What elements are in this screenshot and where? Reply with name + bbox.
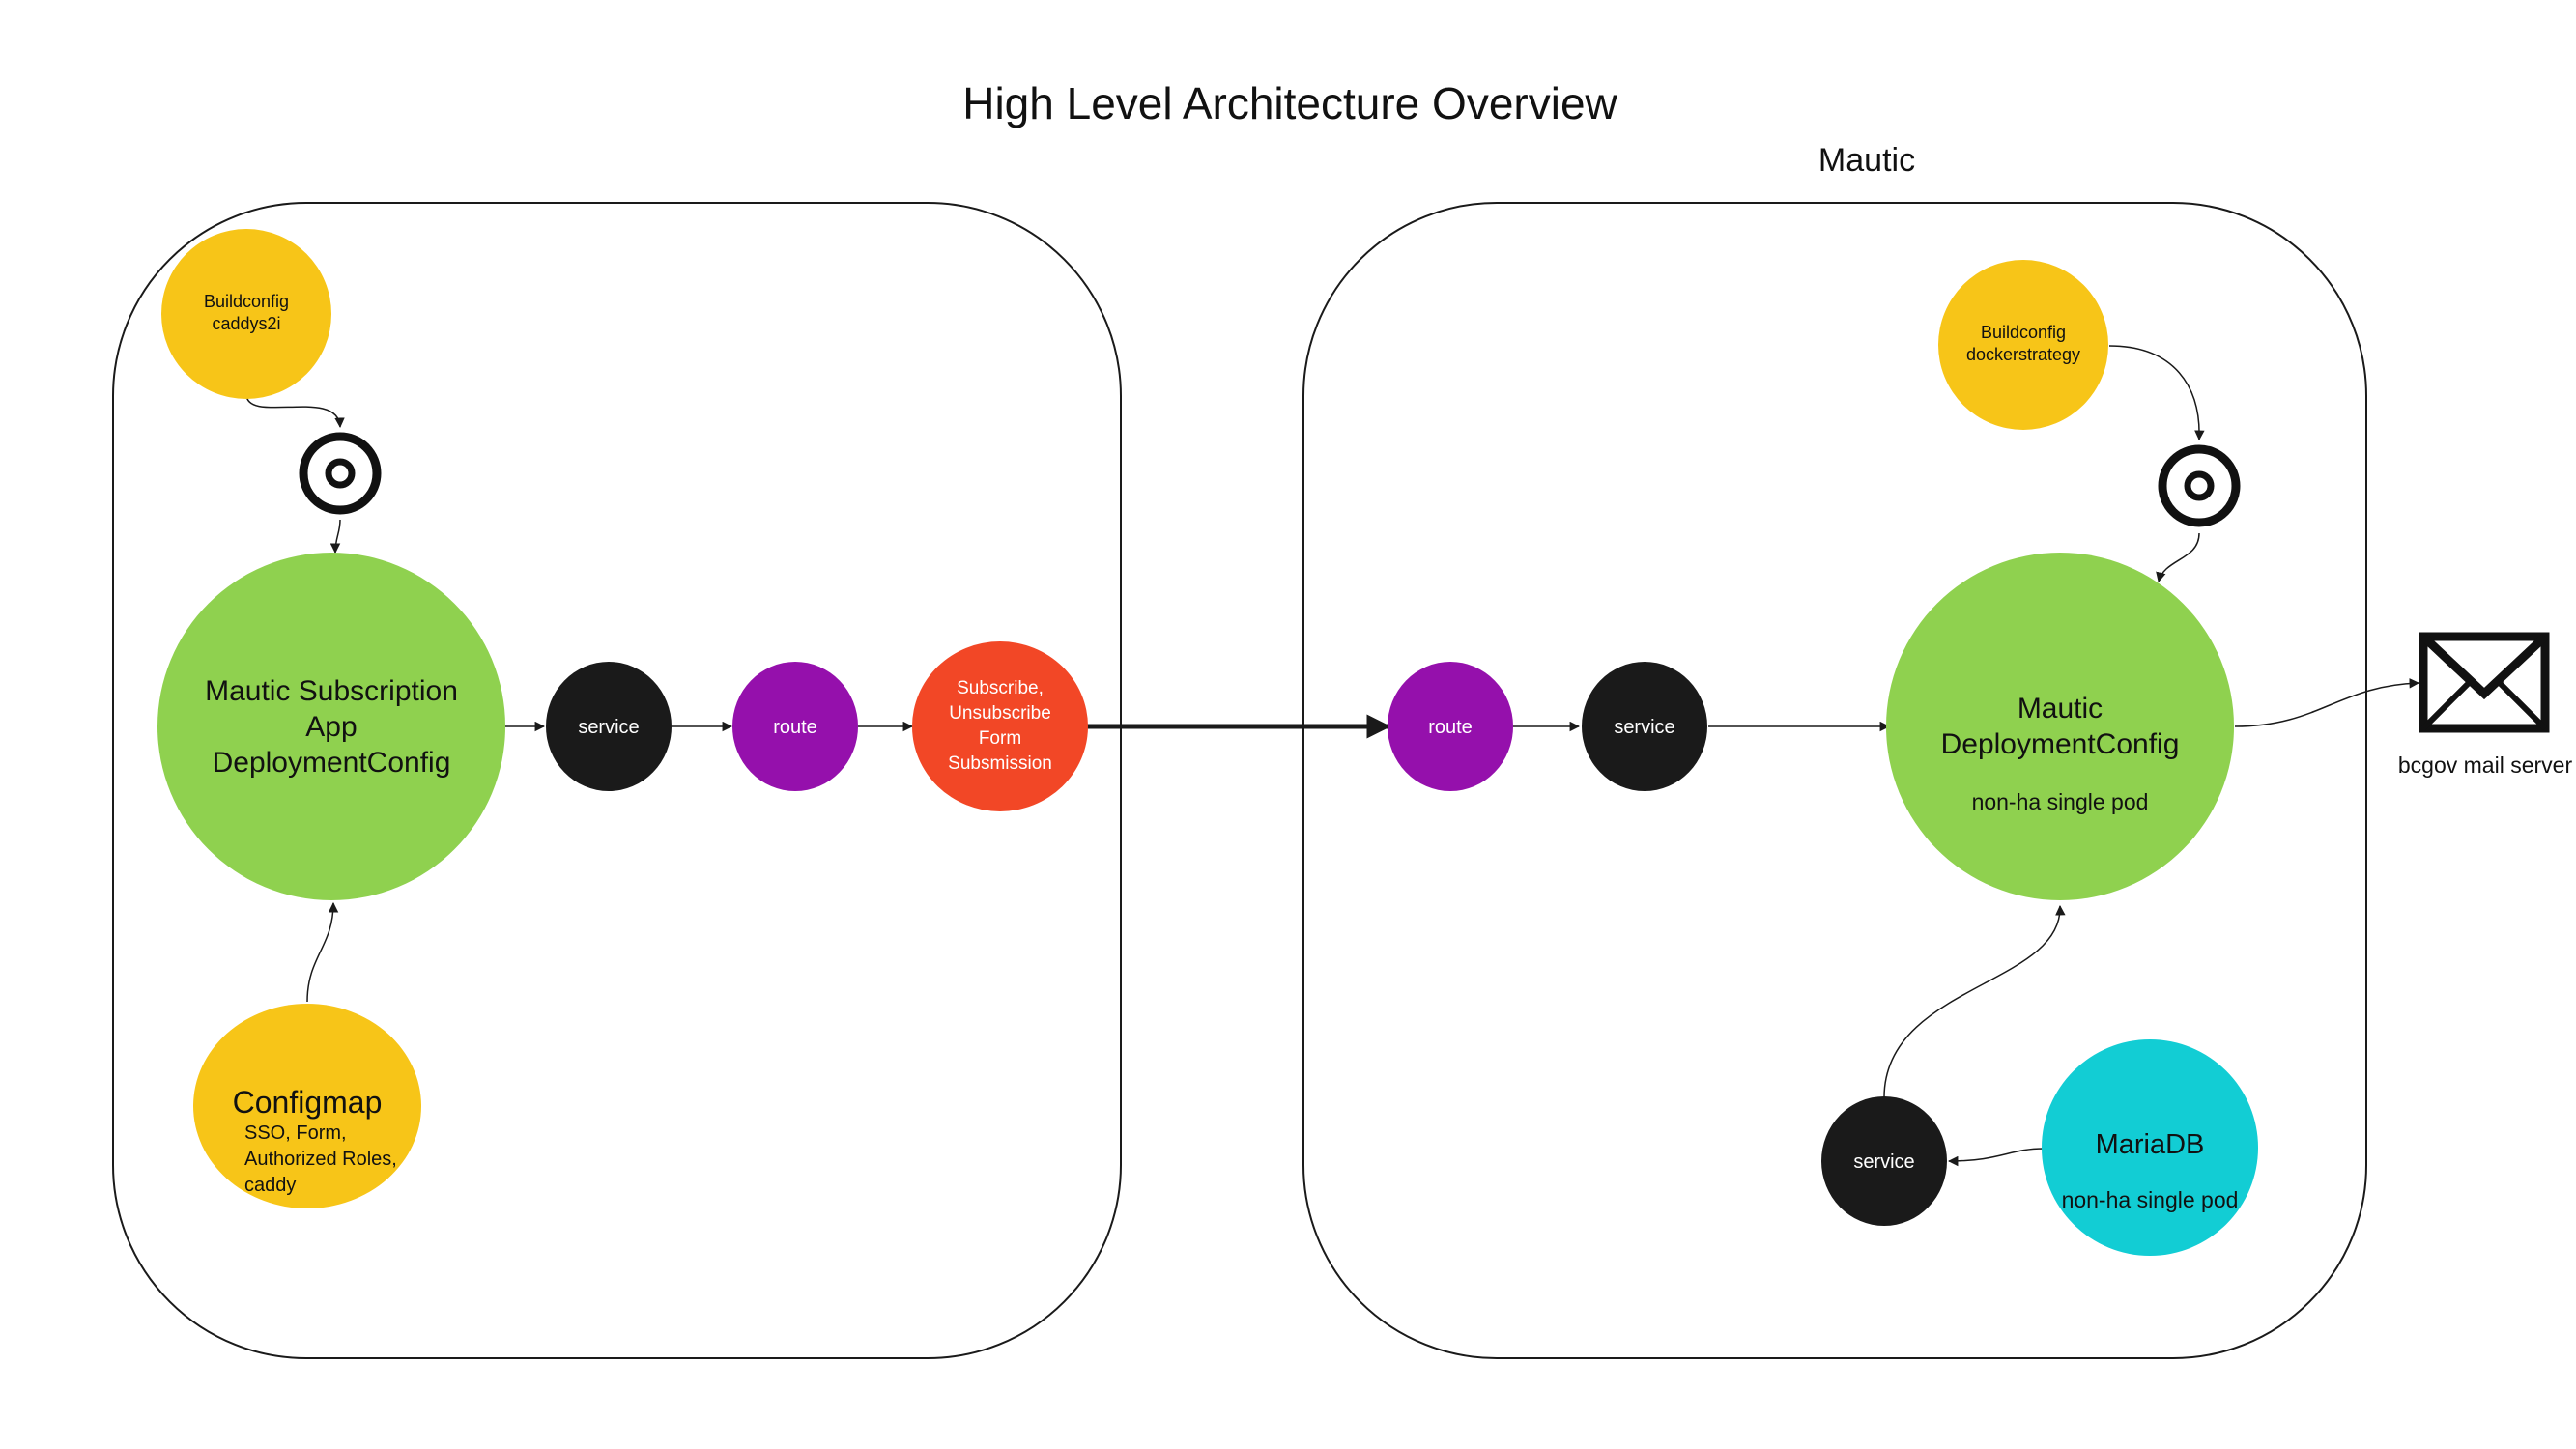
form-submission-line-3: Form	[979, 728, 1021, 749]
subscription-app-line-1: Mautic Subscription	[205, 675, 458, 707]
mariadb-note: non-ha single pod	[2062, 1187, 2239, 1212]
right-buildconfig-line-1: Buildconfig	[1981, 323, 2066, 342]
subscription-app-line-3: DeploymentConfig	[213, 747, 451, 779]
form-submission-node: Subscribe, Unsubscribe Form Subsmission	[912, 641, 1088, 811]
left-buildconfig-line-1: Buildconfig	[204, 292, 289, 311]
db-service-label: service	[1853, 1151, 1914, 1173]
mautic-app-line-1: Mautic	[2018, 693, 2103, 724]
mariadb-title: MariaDB	[2096, 1129, 2205, 1160]
left-buildconfig-line-2: caddys2i	[212, 314, 280, 333]
mautic-app-note: non-ha single pod	[1972, 789, 2149, 814]
form-submission-line-4: Subsmission	[948, 753, 1052, 774]
configmap-node: Configmap SSO, Form, Authorized Roles, c…	[193, 1004, 421, 1208]
connector-app-to-mail-server	[2234, 678, 2420, 727]
image-stream-icon	[2158, 444, 2241, 527]
left-route-node: route	[732, 662, 858, 791]
right-service-label: service	[1614, 717, 1674, 738]
connector-left-buildconfig-to-imagestream	[245, 393, 345, 429]
left-service-label: service	[578, 717, 639, 738]
image-stream-icon	[299, 432, 382, 515]
connector-db-service-to-app	[1883, 904, 2066, 1098]
mariadb-node: MariaDB non-ha single pod	[2042, 1039, 2258, 1256]
right-service-node: service	[1582, 662, 1707, 791]
right-route-label: route	[1428, 717, 1473, 738]
connector-configmap-to-app	[306, 901, 339, 1003]
right-group-container	[1302, 202, 2367, 1359]
right-route-node: route	[1388, 662, 1513, 791]
left-service-node: service	[546, 662, 672, 791]
subscription-app-line-2: App	[305, 711, 357, 743]
connector-right-imagestream-to-app	[2156, 532, 2200, 583]
connector-mariadb-to-db-service	[1947, 1148, 2045, 1167]
mautic-app-line-2: DeploymentConfig	[1941, 728, 2180, 760]
form-submission-line-1: Subscribe,	[957, 678, 1044, 698]
db-service-node: service	[1821, 1096, 1947, 1226]
mautic-deploymentconfig-node: Mautic DeploymentConfig non-ha single po…	[1886, 553, 2234, 900]
mautic-subscription-app-node: Mautic Subscription App DeploymentConfig	[157, 553, 505, 900]
configmap-detail-2: Authorized Roles,	[244, 1149, 397, 1170]
envelope-icon	[2419, 632, 2550, 733]
right-group-label: Mautic	[1818, 142, 1915, 179]
diagram-title: High Level Architecture Overview	[962, 78, 1617, 128]
left-group-container	[112, 202, 1122, 1359]
right-buildconfig-node: Buildconfig dockerstrategy	[1938, 260, 2108, 430]
left-buildconfig-node: Buildconfig caddys2i	[161, 229, 331, 399]
configmap-detail-1: SSO, Form,	[244, 1122, 347, 1144]
mail-server-label: bcgov mail server	[2398, 753, 2573, 778]
right-buildconfig-line-2: dockerstrategy	[1966, 345, 2080, 364]
form-submission-line-2: Unsubscribe	[949, 703, 1051, 724]
left-route-label: route	[773, 717, 817, 738]
connector-right-buildconfig-to-imagestream	[2108, 345, 2205, 441]
configmap-detail-3: caddy	[244, 1175, 296, 1196]
configmap-title: Configmap	[233, 1085, 383, 1120]
connector-left-imagestream-to-app	[329, 519, 341, 554]
